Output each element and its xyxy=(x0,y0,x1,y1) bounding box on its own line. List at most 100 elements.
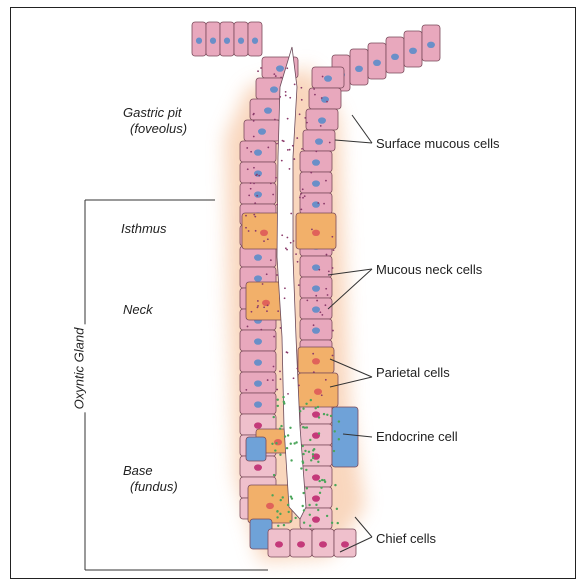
cytoplasm-dot xyxy=(281,160,283,162)
granule-dot xyxy=(314,407,316,409)
cytoplasm-dot xyxy=(267,305,269,307)
cytoplasm-dot xyxy=(245,215,247,217)
granule-dot xyxy=(318,432,320,434)
cytoplasm-dot xyxy=(266,273,268,275)
cytoplasm-dot xyxy=(267,379,269,381)
granule-dot xyxy=(308,451,310,453)
surface-mucous-cell xyxy=(386,37,404,73)
cytoplasm-dot xyxy=(287,237,289,239)
cytoplasm-dot xyxy=(315,295,317,297)
granule-dot xyxy=(271,443,273,445)
cytoplasm-dot xyxy=(293,240,295,242)
granule-dot xyxy=(321,479,323,481)
granule-dot xyxy=(293,442,295,444)
cytoplasm-dot xyxy=(295,253,297,255)
cytoplasm-dot xyxy=(276,389,278,391)
callout-surface-mucous-cells: Surface mucous cells xyxy=(376,136,500,151)
granule-dot xyxy=(323,479,325,481)
cytoplasm-dot xyxy=(293,377,295,379)
cytoplasm-dot xyxy=(285,91,287,93)
surface-mucous-cell xyxy=(234,22,248,56)
cytoplasm-dot xyxy=(250,182,252,184)
granule-dot xyxy=(312,457,314,459)
granule-dot xyxy=(275,442,277,444)
cytoplasm-dot xyxy=(270,182,272,184)
cytoplasm-dot xyxy=(325,304,327,306)
cytoplasm-dot xyxy=(287,118,289,120)
cytoplasm-dot xyxy=(293,158,295,160)
cytoplasm-dot xyxy=(276,274,278,276)
cytoplasm-dot xyxy=(298,384,300,386)
cytoplasm-dot xyxy=(317,202,319,204)
mucous-cell xyxy=(240,372,276,393)
cytoplasm-dot xyxy=(332,355,334,357)
granule-dot xyxy=(286,447,288,449)
granule-dot xyxy=(287,504,289,506)
cytoplasm-dot xyxy=(281,234,283,236)
cytoplasm-dot xyxy=(292,145,294,147)
mucous-cell xyxy=(306,109,338,130)
cytoplasm-dot xyxy=(287,393,289,395)
cytoplasm-dot xyxy=(270,259,272,261)
label-fundus: (fundus) xyxy=(130,479,178,494)
cytoplasm-dot xyxy=(248,230,250,232)
cytoplasm-dot xyxy=(274,119,276,121)
granule-dot xyxy=(290,459,292,461)
mucous-cell xyxy=(300,298,332,319)
cytoplasm-dot xyxy=(253,182,255,184)
cytoplasm-dot xyxy=(251,311,253,313)
mucous-cell xyxy=(244,120,280,141)
granule-dot xyxy=(277,399,279,401)
cytoplasm-dot xyxy=(311,228,313,230)
granule-dot xyxy=(280,499,282,501)
cytoplasm-dot xyxy=(318,269,320,271)
mucous-cell xyxy=(240,141,276,162)
cytoplasm-dot xyxy=(289,168,291,170)
cytoplasm-dot xyxy=(267,147,269,149)
mucous-cell xyxy=(303,130,335,151)
cytoplasm-dot xyxy=(300,193,302,195)
granule-dot xyxy=(309,524,311,526)
granule-dot xyxy=(331,522,333,524)
cytoplasm-dot xyxy=(247,168,249,170)
granule-dot xyxy=(283,401,285,403)
callout-mucous-neck-cells: Mucous neck cells xyxy=(376,262,482,277)
cytoplasm-dot xyxy=(287,149,289,151)
granule-dot xyxy=(288,511,290,513)
cytoplasm-dot xyxy=(276,204,278,206)
cytoplasm-dot xyxy=(272,194,274,196)
cytoplasm-dot xyxy=(246,147,248,149)
cytoplasm-dot xyxy=(321,314,323,316)
cytoplasm-dot xyxy=(279,96,281,98)
cytoplasm-dot xyxy=(257,300,259,302)
cytoplasm-dot xyxy=(273,73,275,75)
surface-mucous-cell xyxy=(248,22,262,56)
cytoplasm-dot xyxy=(319,311,321,313)
mucous-cell xyxy=(300,151,332,172)
cytoplasm-dot xyxy=(254,202,256,204)
cytoplasm-dot xyxy=(328,270,330,272)
granule-dot xyxy=(303,522,305,524)
cytoplasm-dot xyxy=(258,175,260,177)
cytoplasm-dot xyxy=(310,172,312,174)
chief-cell xyxy=(300,445,332,466)
granule-dot xyxy=(318,416,320,418)
cytoplasm-dot xyxy=(327,294,329,296)
granule-dot xyxy=(279,454,281,456)
cytoplasm-dot xyxy=(299,197,301,199)
cytoplasm-dot xyxy=(285,95,287,97)
cytoplasm-dot xyxy=(304,117,306,119)
cytoplasm-dot xyxy=(299,113,301,115)
cytoplasm-dot xyxy=(253,136,255,138)
cytoplasm-dot xyxy=(245,227,247,229)
surface-mucous-cell xyxy=(206,22,220,56)
cytoplasm-dot xyxy=(329,142,331,144)
granule-dot xyxy=(302,445,304,447)
granule-dot xyxy=(287,434,289,436)
label-neck: Neck xyxy=(123,302,153,317)
cytoplasm-dot xyxy=(262,283,264,285)
granule-dot xyxy=(334,484,336,486)
cytoplasm-dot xyxy=(312,353,314,355)
cytoplasm-dot xyxy=(284,297,286,299)
surface-mucous-cell xyxy=(220,22,234,56)
